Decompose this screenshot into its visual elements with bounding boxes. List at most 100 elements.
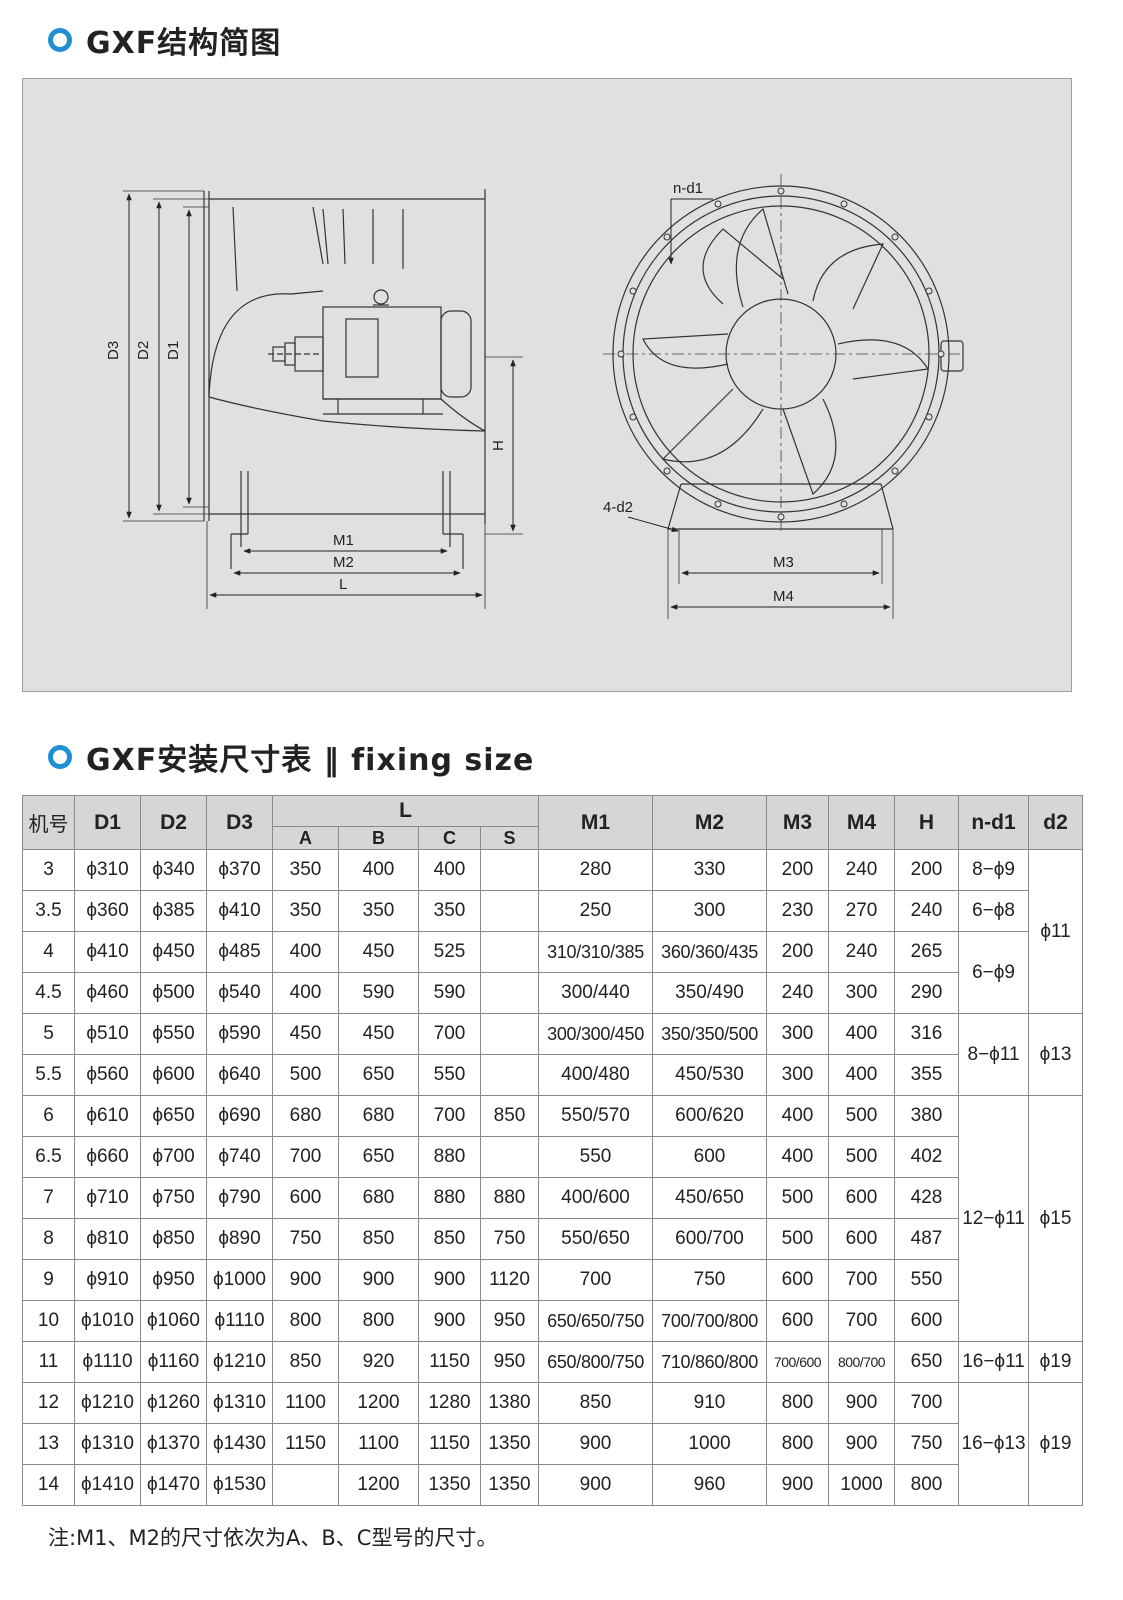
table-cell: ϕ1470 — [140, 1464, 207, 1506]
table-cell: 900 — [338, 1259, 419, 1301]
table-cell: 400 — [828, 1054, 896, 1096]
table-cell: 14 — [22, 1464, 75, 1506]
table-cell: ϕ810 — [74, 1218, 141, 1260]
fixing-size-table: 机号 D1 D2 D3 L M1 M2 M3 M4 H n-d1 d2 A B … — [22, 795, 1084, 1506]
table-cell: 300 — [652, 890, 768, 932]
label-m1: M1 — [333, 532, 354, 549]
table-cell: ϕ590 — [206, 1013, 273, 1055]
table-cell: ϕ790 — [206, 1177, 273, 1219]
table-cell: 950 — [479, 1300, 540, 1342]
table-cell: ϕ1060 — [140, 1300, 207, 1342]
table-cell: ϕ750 — [140, 1177, 207, 1219]
table-cell: 650 — [338, 1054, 419, 1096]
header-c: C — [418, 826, 481, 850]
header-no: 机号 — [22, 795, 75, 850]
table-cell: 380 — [894, 1095, 960, 1137]
table-cell: 550 — [418, 1054, 481, 1096]
table-cell: 450 — [338, 931, 419, 973]
table-cell: 800 — [894, 1464, 960, 1506]
table-cell: 350/350/500 — [652, 1013, 768, 1055]
table-cell: 300 — [828, 972, 896, 1014]
label-d2: D2 — [135, 341, 152, 360]
table-cell: 680 — [338, 1095, 419, 1137]
table-cell — [479, 1136, 540, 1178]
header-d2: D2 — [140, 795, 207, 850]
table-cell: 12 — [22, 1382, 75, 1424]
table-cell: 350 — [418, 890, 481, 932]
table-cell: ϕ1010 — [74, 1300, 141, 1342]
label-4d2: 4-d2 — [603, 499, 633, 516]
table-cell: ϕ310 — [74, 849, 141, 891]
fan-drawing: D3 D2 D1 H M1 M2 L — [105, 174, 964, 619]
table-cell: ϕ650 — [140, 1095, 207, 1137]
table-cell: 700 — [538, 1259, 654, 1301]
table-cell: 300 — [766, 1013, 830, 1055]
table-cell: 550 — [538, 1136, 654, 1178]
table-cell: 400 — [766, 1095, 830, 1137]
table-cell: ϕ1000 — [206, 1259, 273, 1301]
table-cell: 487 — [894, 1218, 960, 1260]
table-cell: 300 — [766, 1054, 830, 1096]
label-l: L — [339, 576, 347, 593]
table-cell: 500 — [272, 1054, 339, 1096]
table-cell: ϕ1260 — [140, 1382, 207, 1424]
table-cell: ϕ500 — [140, 972, 207, 1014]
label-nd1: n-d1 — [673, 180, 703, 197]
footnote: 注:M1、M2的尺寸依次为A、B、C型号的尺寸。 — [48, 1526, 498, 1550]
table-cell: 400 — [272, 972, 339, 1014]
header-nd1: n-d1 — [958, 795, 1030, 850]
table-cell: 900 — [828, 1423, 896, 1465]
base-hole-cell: ϕ11 — [1028, 849, 1084, 1014]
table-cell: ϕ850 — [140, 1218, 207, 1260]
table-cell: 700/600 — [766, 1341, 830, 1383]
table-cell: 750 — [272, 1218, 339, 1260]
table-cell: 290 — [894, 972, 960, 1014]
table-cell: 4.5 — [22, 972, 75, 1014]
table-cell: ϕ360 — [74, 890, 141, 932]
hole-spec-cell: 8−ϕ11 — [958, 1013, 1030, 1096]
table-cell: ϕ560 — [74, 1054, 141, 1096]
table-cell: ϕ710 — [74, 1177, 141, 1219]
table-cell: 600 — [828, 1177, 896, 1219]
table-cell: 265 — [894, 931, 960, 973]
table-cell: 960 — [652, 1464, 768, 1506]
table-cell: 850 — [538, 1382, 654, 1424]
base-hole-cell: ϕ15 — [1028, 1095, 1084, 1342]
header-l: L — [271, 795, 540, 827]
table-cell — [272, 1464, 339, 1506]
table-cell: 330 — [652, 849, 768, 891]
table-cell: 600 — [766, 1300, 830, 1342]
table-cell: ϕ1210 — [206, 1341, 273, 1383]
table-cell: 4 — [22, 931, 75, 973]
table-cell: 316 — [894, 1013, 960, 1055]
size-title: GXF安装尺寸表 ‖ fixing size — [48, 735, 534, 779]
header-m4: M4 — [828, 795, 896, 850]
hole-spec-cell: 12−ϕ11 — [958, 1095, 1030, 1342]
table-cell: 900 — [418, 1259, 481, 1301]
table-cell: 600 — [766, 1259, 830, 1301]
table-cell: 700 — [418, 1013, 481, 1055]
table-cell: 360/360/435 — [652, 931, 768, 973]
table-cell: 680 — [272, 1095, 339, 1137]
table-cell: ϕ1370 — [140, 1423, 207, 1465]
table-cell: 1150 — [418, 1341, 481, 1383]
table-cell: ϕ610 — [74, 1095, 141, 1137]
table-cell: 402 — [894, 1136, 960, 1178]
table-cell: 500 — [828, 1136, 896, 1178]
table-cell: 500 — [766, 1177, 830, 1219]
table-cell: 650/800/750 — [538, 1341, 654, 1383]
table-cell: 900 — [766, 1464, 830, 1506]
table-cell: 700 — [828, 1259, 896, 1301]
table-cell: 1100 — [272, 1382, 339, 1424]
table-cell: 590 — [418, 972, 481, 1014]
table-cell: 1000 — [828, 1464, 896, 1506]
table-cell: 880 — [479, 1177, 540, 1219]
table-cell: 400 — [418, 849, 481, 891]
table-cell: 400 — [828, 1013, 896, 1055]
table-cell: ϕ640 — [206, 1054, 273, 1096]
